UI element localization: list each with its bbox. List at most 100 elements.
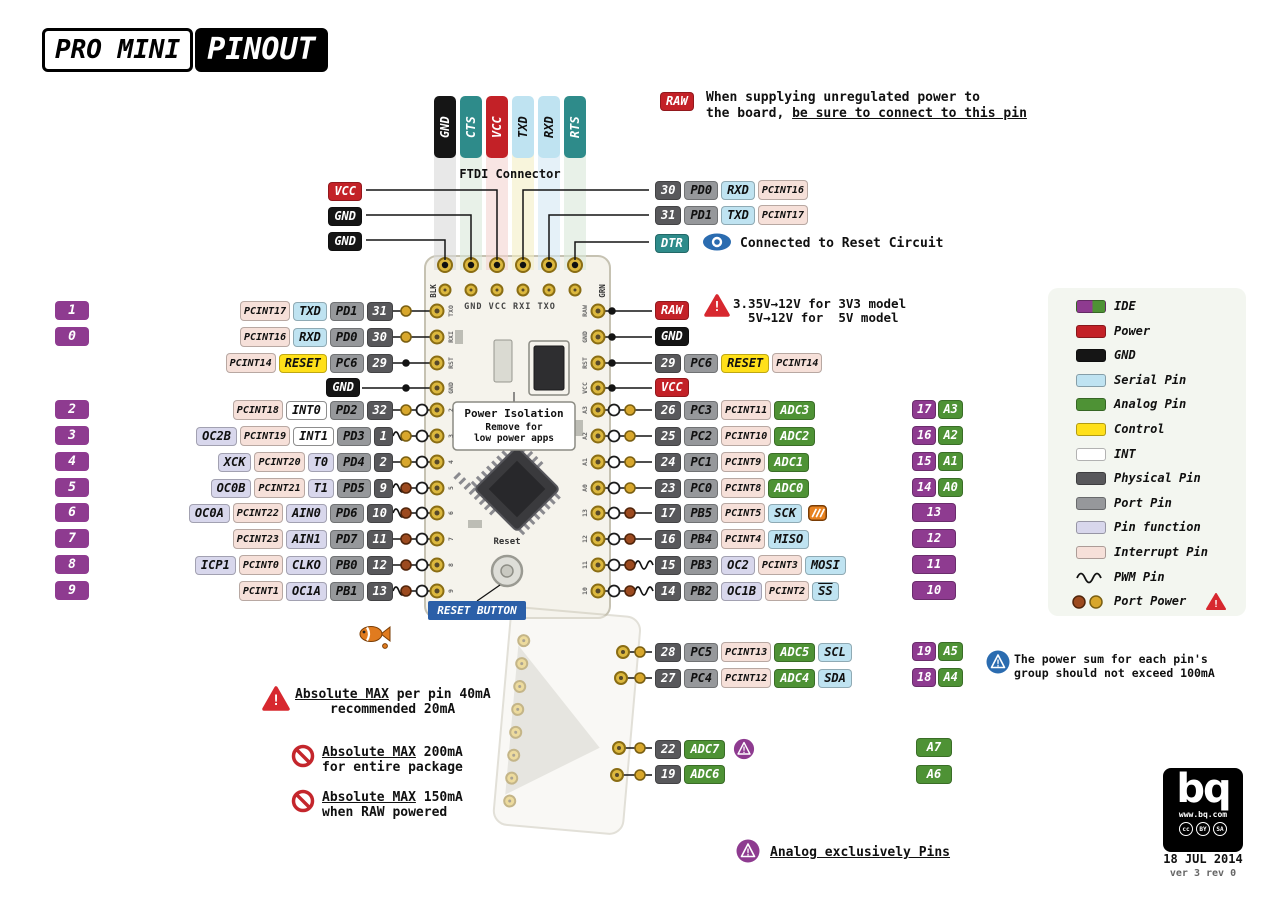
chip-pcint11: PCINT11 — [721, 400, 772, 420]
chip-pb4: PB4 — [684, 529, 719, 549]
chip-pb0: PB0 — [329, 555, 364, 575]
chip-sda: SDA — [818, 668, 852, 688]
chip-pb3: PB3 — [684, 555, 719, 575]
chip-xck: XCK — [217, 452, 252, 472]
chip-30: 30 — [655, 180, 682, 200]
eye-icon — [703, 233, 731, 251]
chip-rxd: RXD — [721, 180, 755, 200]
chip-gnd: GND — [655, 327, 689, 346]
chip-pd6: PD6 — [329, 503, 364, 523]
power-sum-note-line2: group should not exceed 100mA — [1014, 666, 1215, 680]
chip-t0: T0 — [307, 452, 335, 472]
pin-row-right-3: VCC — [655, 378, 689, 397]
raw-note-line1: When supplying unregulated power to — [706, 90, 980, 105]
chip-pcint16: PCINT16 — [757, 180, 808, 200]
legend-label-int: INT — [1114, 446, 1136, 461]
chip-pcint18: PCINT18 — [232, 400, 283, 420]
chip-9: 9 — [373, 478, 393, 498]
chip-gnd: GND — [328, 207, 362, 226]
chip-29: 29 — [366, 353, 393, 373]
chip-pc4: PC4 — [684, 668, 719, 688]
reset-button — [490, 554, 524, 588]
chip-pcint16: PCINT16 — [240, 327, 291, 347]
chip-14: 14 — [655, 581, 682, 601]
chip-17: 17 — [655, 503, 682, 523]
chip-mosi: MOSI — [804, 555, 846, 575]
no-entry-icon — [291, 789, 315, 813]
chip-pd3: PD3 — [337, 426, 371, 446]
warning-max-pin-line2: recommended 20mA — [330, 702, 456, 717]
bq-logo-text: bq — [1176, 766, 1231, 812]
svg-text:!: ! — [995, 659, 1001, 670]
legend-label-serial-pin: Serial Pin — [1114, 372, 1187, 387]
alias-a3: A3 — [938, 400, 963, 419]
legend-swatch-control — [1076, 423, 1106, 436]
ftdi-pin-gnd: GND — [434, 96, 456, 158]
chip-pcint12: PCINT12 — [721, 668, 772, 688]
analog-only-warning-icon: ! — [733, 738, 755, 760]
power-tap-row-2: GND — [328, 230, 362, 251]
warning-max-raw-line1: Absolute MAX 150mA — [322, 790, 463, 805]
svg-text:GND: GND — [581, 331, 589, 343]
chip-pc0: PC0 — [684, 478, 719, 498]
svg-text:A0: A0 — [581, 484, 589, 492]
chip-pb5: PB5 — [684, 503, 719, 523]
bq-url: www.bq.com — [1178, 810, 1228, 819]
chip-oc1a: OC1A — [285, 581, 327, 601]
speed-lines-icon — [807, 505, 827, 521]
alias-19: 19 — [912, 642, 937, 661]
chip-adc3: ADC3 — [774, 400, 816, 420]
legend-swatch-analog — [1076, 398, 1106, 412]
chip-31: 31 — [366, 301, 393, 321]
svg-text:GND VCC RXI TXO: GND VCC RXI TXO — [464, 302, 556, 312]
ftdi-pin-rxd: RXD — [538, 96, 560, 158]
chip-29: 29 — [655, 353, 682, 373]
chip-gnd: GND — [326, 378, 360, 397]
chip-rxd: RXD — [293, 327, 327, 347]
bq-version: ver 3 rev 0 — [1169, 868, 1237, 879]
chip-pcint22: PCINT22 — [232, 503, 283, 523]
svg-text:RAW: RAW — [581, 305, 589, 317]
chip-int0: INT0 — [285, 400, 327, 420]
bq-date: 18 JUL 2014 — [1163, 852, 1243, 866]
chip-pcint19: PCINT19 — [240, 426, 291, 446]
chip-scl: SCL — [818, 642, 852, 662]
arduino-pin-number-9: 9 — [55, 581, 89, 600]
chip-reset: RESET — [721, 353, 770, 373]
legend-label-power: Power — [1114, 323, 1151, 338]
chip-oc0b: OC0B — [210, 478, 252, 498]
svg-text:11: 11 — [581, 561, 589, 569]
pin-row-right-0: RAW — [655, 301, 689, 320]
chip-icp1: ICP1 — [194, 555, 236, 575]
chip-pcint3: PCINT3 — [757, 555, 802, 575]
chip-26: 26 — [655, 400, 682, 420]
chip-30: 30 — [366, 327, 393, 347]
chip-ain1: AIN1 — [285, 529, 327, 549]
svg-text:VCC: VCC — [581, 382, 589, 394]
chip-pd4: PD4 — [337, 452, 371, 472]
power-tap-row-1: GND — [328, 205, 362, 226]
dtr-row: DTR — [655, 232, 689, 253]
chip-pd5: PD5 — [337, 478, 371, 498]
dtr-note: Connected to Reset Circuit — [740, 236, 944, 251]
chip-txd: TXD — [293, 301, 327, 321]
svg-text:TXO: TXO — [447, 305, 455, 317]
chip-pd2: PD2 — [329, 400, 364, 420]
warning-max-package-rest: 200mA — [415, 745, 463, 760]
chip-ain0: AIN0 — [285, 503, 327, 523]
